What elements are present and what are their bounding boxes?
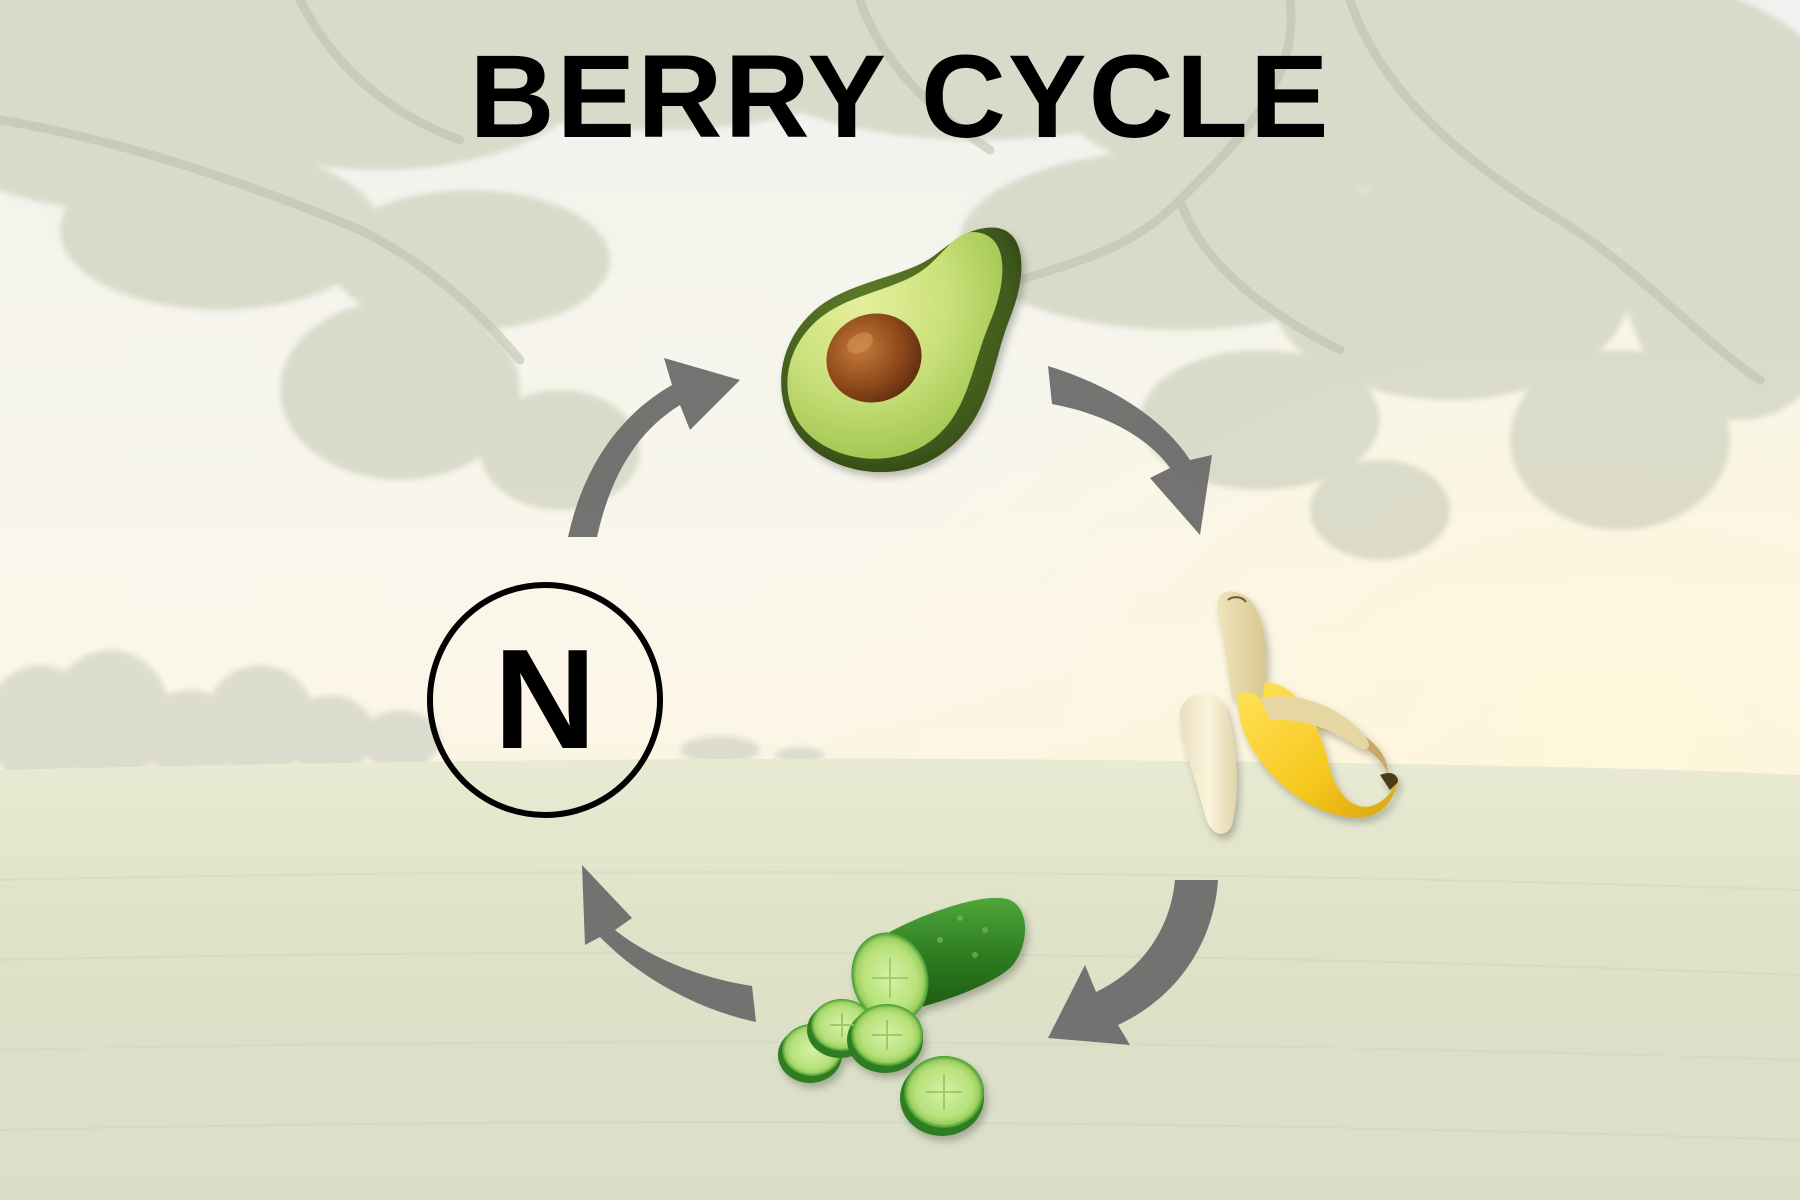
cucumber-icon (778, 897, 1026, 1136)
distant-treeline (0, 650, 825, 785)
banana-icon (1180, 591, 1400, 834)
cycle-arrows (568, 358, 1218, 1045)
n-circle-icon: N (427, 582, 663, 818)
tree-branches (0, 0, 1765, 385)
arrow-cucumber-to-n (582, 865, 756, 1022)
arrow-n-to-avocado (568, 358, 740, 537)
n-circle-ring (427, 582, 663, 818)
avocado-icon (781, 227, 1022, 473)
arrow-banana-to-cucumber (1048, 880, 1218, 1045)
arrow-avocado-to-banana (1048, 366, 1212, 535)
tree-canopy (0, 0, 1800, 560)
diagram-title: BERRY CYCLE (469, 31, 1331, 163)
n-circle-letter: N (494, 620, 597, 779)
